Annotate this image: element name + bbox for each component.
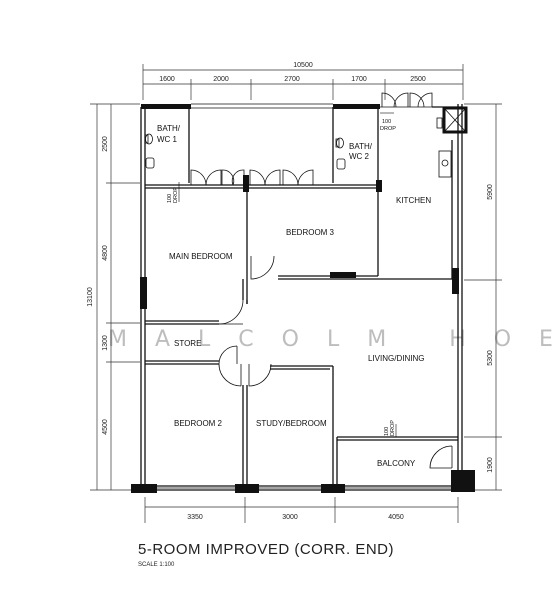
dim-top-total: 10500	[293, 62, 313, 69]
drop-3-number: 100	[384, 427, 390, 436]
fixtures	[144, 107, 467, 178]
dim-top-5: 2500	[410, 76, 426, 83]
drop-1-number: 100	[167, 194, 173, 203]
watermark: MALCOLM HOE	[108, 327, 552, 352]
room-bath-wc-1-line1: BATH/	[157, 124, 181, 133]
room-main-bedroom: MAIN BEDROOM	[169, 252, 233, 261]
room-living-dining: LIVING/DINING	[368, 354, 424, 363]
dim-left-1: 2500	[102, 136, 109, 152]
room-bath-wc-2-line1: BATH/	[349, 142, 373, 151]
dim-right-2: 5300	[487, 350, 494, 366]
floor-drop-lines	[178, 112, 397, 437]
plan-scale: SCALE 1:100	[138, 562, 175, 568]
left-dimensions	[90, 103, 140, 491]
dim-top-4: 1700	[351, 76, 367, 83]
drop-1-label: DROP	[173, 187, 179, 203]
bottom-dimensions	[144, 497, 459, 523]
refuse-chute	[442, 106, 468, 134]
dim-top-2: 2000	[213, 76, 229, 83]
room-store: STORE	[174, 339, 201, 348]
room-bath-wc-2-line2: WC 2	[349, 152, 370, 161]
dim-right-3: 1900	[487, 457, 494, 473]
dim-left-4: 4500	[102, 419, 109, 435]
doors	[190, 92, 459, 469]
dim-right-1: 5900	[487, 184, 494, 200]
room-study-bedroom: STUDY/BEDROOM	[256, 419, 327, 428]
room-kitchen: KITCHEN	[396, 196, 431, 205]
walls	[140, 104, 470, 491]
room-bedroom-2: BEDROOM 2	[174, 419, 223, 428]
columns	[131, 104, 475, 493]
dim-bottom-2: 3000	[282, 514, 298, 521]
right-dimensions	[464, 103, 502, 491]
dim-top-3: 2700	[284, 76, 300, 83]
top-dimensions	[142, 64, 464, 100]
dim-left-2: 4800	[102, 245, 109, 261]
drop-2-label: DROP	[380, 126, 396, 132]
windows	[157, 103, 451, 489]
plan-title: 5-ROOM IMPROVED (CORR. END)	[138, 541, 395, 558]
room-bedroom-3: BEDROOM 3	[286, 228, 335, 237]
dim-bottom-1: 3350	[187, 514, 203, 521]
dim-top-1: 1600	[159, 76, 175, 83]
drop-2-number: 100	[382, 119, 391, 125]
dim-bottom-3: 4050	[388, 514, 404, 521]
drop-3-label: DROP	[390, 420, 396, 436]
dim-left-total: 13100	[87, 287, 94, 307]
room-balcony: BALCONY	[377, 459, 416, 468]
dim-left-3: 1300	[102, 335, 109, 351]
room-bath-wc-1-line2: WC 1	[157, 135, 178, 144]
